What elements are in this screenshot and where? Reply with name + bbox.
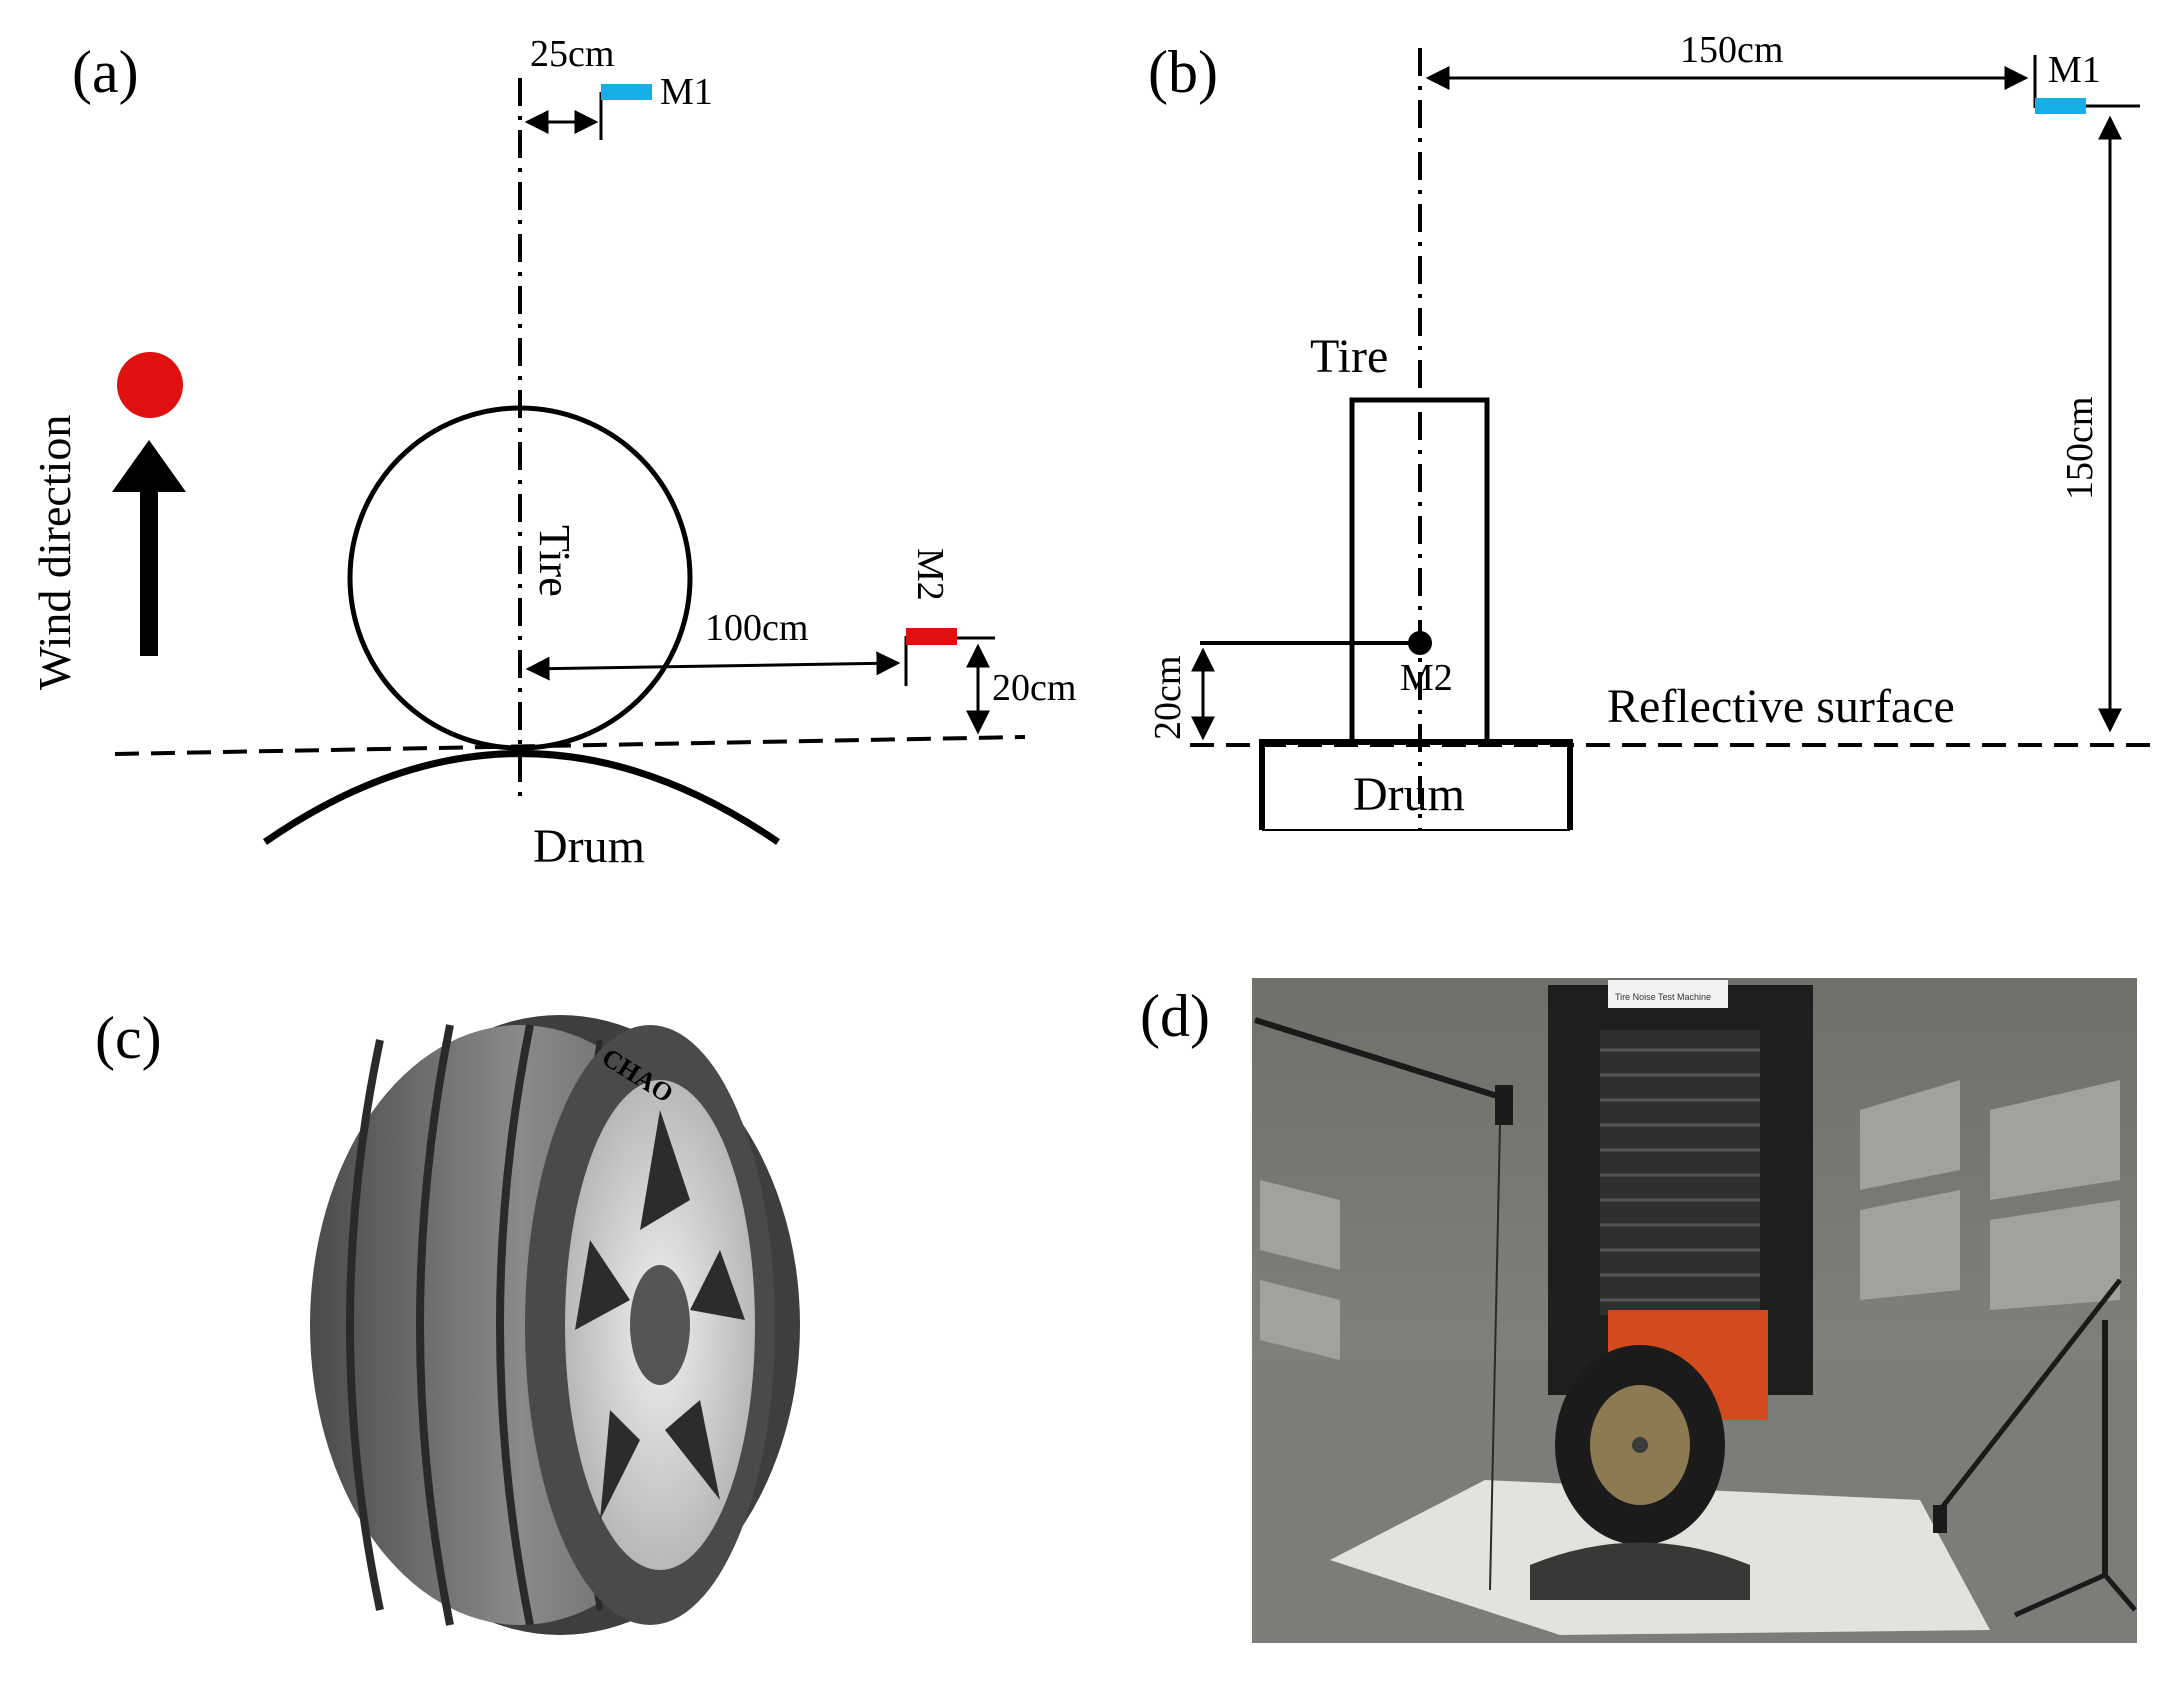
panel-b-label: (b) — [1148, 39, 1218, 105]
m2-label-b: M2 — [1400, 657, 1453, 699]
wind-direction-label: Wind direction — [29, 415, 80, 690]
tire-photo: CHAO — [310, 1015, 800, 1635]
dim-m2-height-b: 20cm — [1147, 656, 1189, 740]
mic-boom — [1254, 1017, 1511, 1103]
wall-wedge-4 — [1990, 1080, 2120, 1200]
dim-m1-horizontal: 25cm — [530, 33, 614, 75]
radiator-fins — [1600, 1048, 1760, 1302]
wall-wedge-6 — [1990, 1200, 2120, 1310]
panel-b: (b) 150cm M1 150cm Tire M2 20cm Reflecti… — [1147, 29, 2160, 831]
tread-groove-2 — [416, 1024, 454, 1626]
microphone-m1 — [601, 84, 652, 100]
test-tire-hub — [1632, 1437, 1648, 1453]
panel-d-label: (d) — [1140, 983, 1210, 1049]
floor-drum — [1530, 1542, 1750, 1600]
m1-label: M1 — [660, 71, 713, 113]
microphone-m2 — [906, 628, 957, 645]
wind-source-dot — [117, 352, 183, 418]
wind-arrow-head — [112, 440, 186, 492]
test-rig-photo: Tire Noise Test Machine — [1252, 978, 2137, 1643]
tread-groove-1 — [346, 1039, 384, 1611]
wall-wedge-2 — [1260, 1280, 1340, 1360]
wheel-spoke-5 — [575, 1240, 630, 1330]
panel-c: (c) CHAO — [95, 1005, 800, 1635]
wall-wedge-3 — [1860, 1080, 1960, 1190]
wind-arrow-shaft — [140, 488, 158, 656]
panel-c-label: (c) — [95, 1005, 162, 1071]
tripod-leg-2 — [2103, 1573, 2137, 1612]
machine-radiator — [1600, 1030, 1760, 1315]
drum-box — [1259, 739, 1573, 830]
panel-d: (d) — [1140, 978, 2137, 1643]
wheel-spoke-2 — [690, 1250, 745, 1320]
dim-m1-vertical: 150cm — [2059, 397, 2101, 500]
dim-m2-height: 20cm — [992, 667, 1076, 709]
tread-groove-3 — [496, 1024, 534, 1626]
ground-line — [114, 735, 1026, 756]
microphone-m2-b — [1408, 631, 1432, 655]
drum-label-b: Drum — [1353, 768, 1465, 821]
tire-label-b: Tire — [1310, 330, 1388, 383]
wall-wedge-1 — [1260, 1180, 1340, 1270]
wheel-spoke-1 — [640, 1110, 690, 1230]
wheel-spoke-3 — [665, 1400, 720, 1500]
wheel-spoke-4 — [600, 1410, 640, 1520]
dim-m2-horizontal: 100cm — [705, 607, 808, 649]
panel-a: (a) 25cm M1 Wind direction Tire 100cm M2… — [29, 33, 1076, 873]
wheel-hub — [630, 1265, 690, 1385]
drum-label: Drum — [533, 820, 645, 873]
tripod-leg-1 — [2013, 1572, 2107, 1618]
dim-m2-arrow — [525, 651, 901, 681]
tripod-microphone — [1933, 1505, 1947, 1533]
tripod-boom — [1938, 1278, 2122, 1512]
m1-label-b: M1 — [2048, 49, 2101, 91]
reflective-surface-label: Reflective surface — [1607, 680, 1955, 733]
dim-m1-horizontal-b: 150cm — [1680, 29, 1783, 71]
tire-label: Tire — [530, 525, 579, 597]
drum-arc — [263, 750, 780, 845]
panel-a-label: (a) — [72, 39, 139, 105]
m2-label: M2 — [909, 548, 951, 601]
microphone-m1-b — [2035, 98, 2086, 114]
machine-nameplate — [1608, 980, 1728, 1008]
boom-microphone — [1495, 1085, 1513, 1125]
mic-cable — [1489, 1124, 1501, 1591]
wall-wedge-5 — [1860, 1190, 1960, 1300]
machine-nameplate-text: Tire Noise Test Machine — [1615, 992, 1711, 1002]
